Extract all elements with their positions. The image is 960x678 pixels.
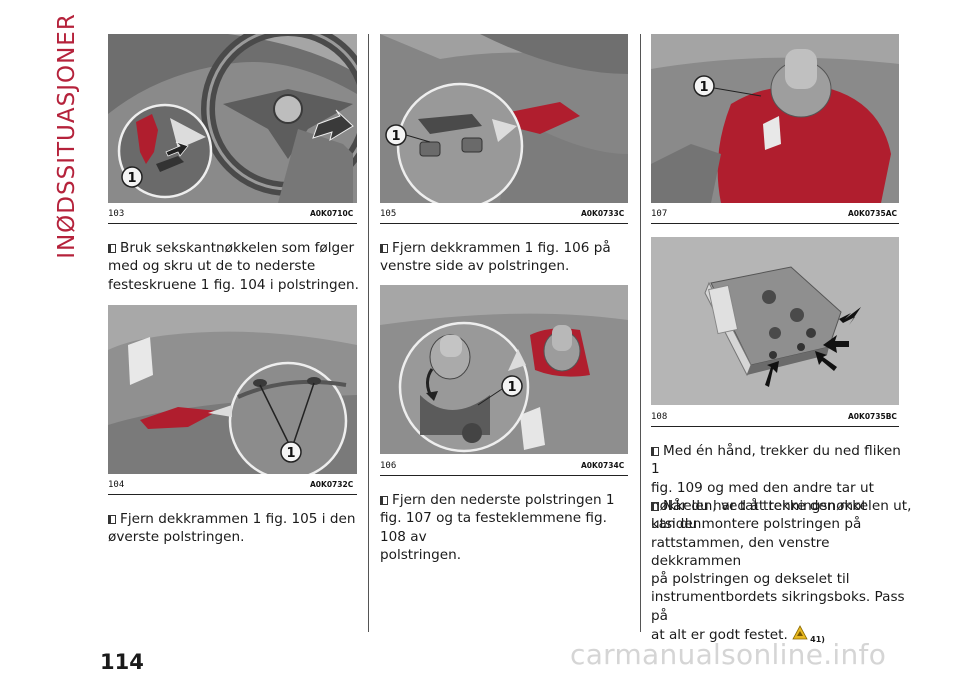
- figure-code: A0K0735BC: [848, 412, 897, 421]
- figure-103-steering-wheel: 1: [108, 34, 357, 203]
- caption-rule: [651, 223, 899, 224]
- page-number: 114: [100, 650, 144, 674]
- paragraph-5: Med én hånd, trekker du ned fliken 1 fig…: [651, 443, 901, 533]
- figure-code: A0K0734C: [581, 461, 625, 470]
- paragraph-6: Når du har tatt tenningsnøkkelen ut, kan…: [651, 498, 912, 645]
- figure-callout: 1: [286, 446, 295, 461]
- paragraph-2: Fjern dekkrammen 1 fig. 105 i den øverst…: [108, 511, 356, 546]
- watermark: carmanualsonline.info: [570, 638, 887, 671]
- figure-106-left-trim: 1: [380, 285, 628, 454]
- checkbox-bullet-icon: [380, 244, 388, 253]
- paragraph-4: Fjern den nederste polstringen 1 fig. 10…: [380, 492, 615, 563]
- figure-number: 105: [380, 209, 397, 219]
- caption-rule: [108, 494, 357, 495]
- figure-callout: 1: [699, 80, 708, 95]
- caption-rule: [651, 426, 899, 427]
- figure-number: 106: [380, 461, 397, 471]
- figure-callout: 1: [507, 380, 516, 395]
- section-title: INØDSSITUASJONER: [54, 12, 80, 259]
- figure-code: A0K0710C: [310, 209, 354, 218]
- paragraph-1: Bruk sekskantnøkkelen som følger med og …: [108, 240, 359, 293]
- caption-rule: [108, 223, 357, 224]
- figure-number: 108: [651, 412, 668, 422]
- figure-number: 103: [108, 209, 125, 219]
- note-reference[interactable]: 41): [810, 635, 825, 645]
- checkbox-bullet-icon: [108, 244, 116, 253]
- figure-code: A0K0732C: [310, 480, 354, 489]
- column-divider: [640, 34, 641, 632]
- warning-icon: [792, 625, 808, 640]
- column-divider: [368, 34, 369, 632]
- figure-code: A0K0733C: [581, 209, 625, 218]
- figure-108-fastening-clips: [651, 237, 899, 405]
- figure-105-upper-trim: 1: [380, 34, 628, 203]
- figure-code: A0K0735AC: [848, 209, 898, 218]
- checkbox-bullet-icon: [380, 496, 388, 505]
- figure-number: 104: [108, 480, 125, 490]
- paragraph-3: Fjern dekkrammen 1 fig. 106 på venstre s…: [380, 240, 611, 275]
- figure-107-lower-trim-removal: 1: [651, 34, 899, 203]
- checkbox-bullet-icon: [651, 447, 659, 456]
- figure-callout: 1: [127, 171, 136, 186]
- checkbox-bullet-icon: [651, 502, 659, 511]
- figure-104-lower-trim: 1: [108, 305, 357, 474]
- figure-callout: 1: [391, 129, 400, 144]
- checkbox-bullet-icon: [108, 515, 116, 524]
- caption-rule: [380, 475, 628, 476]
- figure-number: 107: [651, 209, 668, 219]
- caption-rule: [380, 223, 628, 224]
